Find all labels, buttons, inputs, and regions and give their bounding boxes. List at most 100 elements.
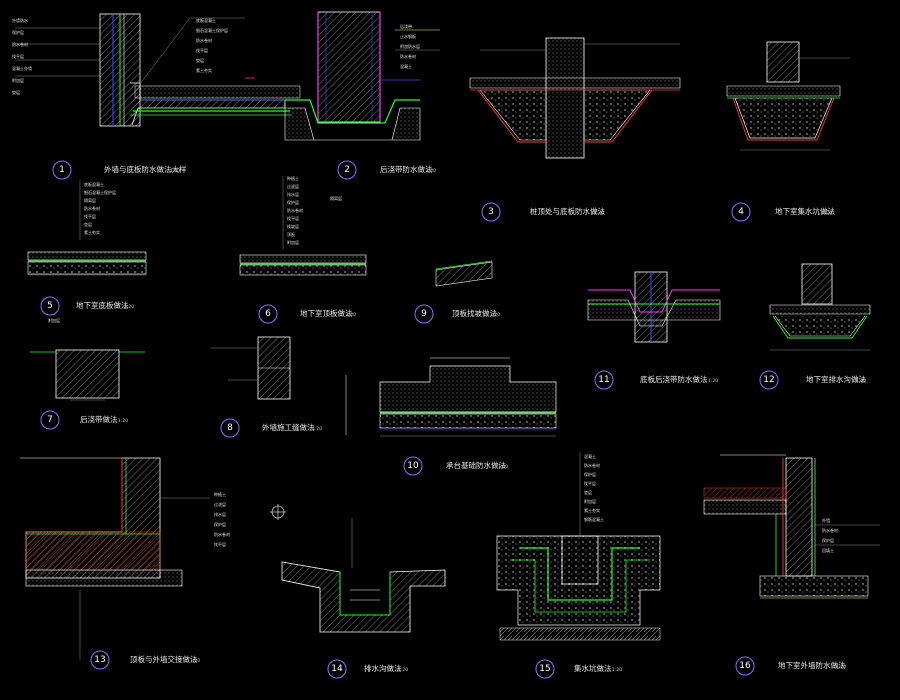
detail-num-7: 7: [47, 415, 53, 425]
note-d2-2: 附加防水层: [400, 43, 420, 49]
detail-title-7: 后浇带做法: [80, 414, 118, 424]
note-d6-1: 过滤层: [287, 183, 299, 189]
note-d6-4: 防水卷材: [287, 207, 303, 213]
detail-10: 10 承台基础防水做法 1:20: [345, 357, 557, 476]
detail-title-14: 排水沟做法: [364, 663, 402, 673]
detail-scale-1: 1:20: [170, 168, 180, 174]
detail-scale-9: 1:20: [490, 312, 500, 318]
note-d1-l2: 防水卷材: [12, 41, 28, 47]
detail-num-13: 13: [94, 655, 105, 665]
detail-num-11: 11: [598, 375, 609, 385]
note-d6-7: 顶板: [287, 231, 295, 237]
detail-scale-11: 1:20: [708, 378, 718, 384]
detail-12: 12 地下室排水沟做法 1:20: [759, 263, 871, 390]
detail-scale-4: 1:20: [822, 210, 832, 216]
detail-9: 9 顶板找坡做法 1:20: [414, 260, 500, 324]
detail-scale-5: 1:20: [124, 304, 134, 310]
note-d1-l5: 附加层: [12, 77, 24, 83]
note-d5-4: 找平层: [84, 213, 96, 219]
detail-scale-7: 1:20: [118, 418, 128, 424]
note-d6-5: 找平层: [287, 215, 299, 221]
note-d1-l4: 混凝土外墙: [12, 65, 32, 71]
note-d15-5: 附加层: [584, 498, 596, 504]
note-d15-1: 防水卷材: [584, 462, 600, 468]
note-d6-6: 找坡层: [287, 223, 299, 229]
note-d1-m0: 底板混凝土: [196, 17, 216, 23]
detail-5: 5 地下室底板做法 1:20 底板混凝土 细石混凝土保护层 隔离层 防水卷材 找…: [27, 180, 147, 323]
note-d16-3: 回填土: [822, 547, 834, 553]
detail-num-14: 14: [331, 664, 343, 674]
detail-num-2: 2: [344, 165, 350, 175]
note-d2-0: 后浇带: [400, 23, 412, 29]
detail-11: 11 底板后浇带防水做法 1:20: [587, 271, 721, 390]
detail-num-3: 3: [488, 207, 494, 217]
detail-13: 13 顶板与外墙交接做法 1:20 种植土 过滤层 排水层 保护层 防水卷材 找…: [20, 457, 286, 670]
detail-3: 3 桩顶处与底板防水做法 1:20: [469, 37, 681, 222]
detail-1: 1 外墙与底板防水做法大样 1:20 外墙防水 保护层 防水卷材 找平层 混凝土…: [12, 13, 301, 180]
note-d1-m4: 垫层: [196, 57, 204, 63]
detail-num-10: 10: [407, 461, 419, 471]
detail-title-10: 承台基础防水做法: [446, 460, 506, 470]
detail-title-12: 地下室排水沟做法: [806, 374, 866, 384]
detail-title-11: 底板后浇带防水做法: [640, 374, 708, 384]
note-d5-2: 隔离层: [84, 197, 96, 203]
note-d6-2: 排水层: [287, 191, 299, 197]
note-d2-3: 防水卷材: [400, 53, 416, 59]
detail-15: 15 集水坑做法 1:20 混凝土 防水卷材 保护层 找平层 垫层 附加层 素土…: [496, 452, 661, 679]
detail-scale-15: 1:20: [612, 667, 622, 673]
detail-num-6: 6: [265, 309, 271, 319]
detail-num-15: 15: [539, 664, 550, 674]
detail-title-2: 后浇带防水做法: [380, 164, 433, 174]
detail-title-15: 集水坑做法: [574, 663, 612, 673]
detail-title-16: 地下室外墙防水做法: [778, 660, 846, 670]
detail-title-4: 地下室集水坑做法: [775, 206, 835, 216]
note-d1-l3: 找平层: [12, 53, 24, 59]
note-d1-m3: 找平层: [196, 47, 208, 53]
detail-num-9: 9: [421, 309, 427, 319]
note-d5-0: 底板混凝土: [84, 181, 104, 187]
note-d5-5: 垫层: [84, 221, 92, 227]
note-d16-1: 防水卷材: [822, 527, 838, 533]
detail-scale-14: 1:20: [398, 667, 408, 673]
detail-title-1: 外墙与底板防水做法大样: [104, 164, 187, 174]
note-d15-6: 素土夯实: [584, 507, 600, 513]
note-d5-7: 附加层: [48, 317, 60, 323]
note-d2-1: 止水钢板: [400, 33, 416, 39]
detail-14: 14 排水沟做法 1:20: [281, 518, 446, 679]
detail-title-5: 地下室底板做法: [76, 300, 129, 310]
note-d15-4: 垫层: [584, 489, 592, 495]
note-d13-3: 保护层: [214, 521, 226, 527]
detail-title-13: 顶板与外墙交接做法: [130, 654, 198, 664]
note-d6-9: 隔离层: [330, 195, 342, 201]
detail-6: 6 地下室顶板做法 1:20 种植土 过滤层 排水层 保护层 防水卷材 找平层 …: [239, 175, 367, 324]
detail-scale-12: 1:20: [856, 378, 866, 384]
note-d1-l0: 外墙防水: [12, 17, 28, 23]
detail-num-4: 4: [738, 207, 744, 217]
detail-scale-6: 1:20: [346, 312, 356, 318]
note-d2-4: 混凝土: [400, 63, 412, 69]
detail-num-5: 5: [47, 301, 53, 311]
note-d13-1: 过滤层: [214, 501, 226, 507]
detail-2: 2 后浇带防水做法 1:20 后浇带 止水钢板 附加防水层 防水卷材 混凝土: [284, 11, 440, 180]
note-d13-5: 找平层: [214, 541, 226, 547]
note-d6-8: 附加层: [287, 239, 299, 245]
note-d1-m5: 素土夯实: [196, 67, 212, 73]
note-d1-m2: 防水卷材: [196, 37, 212, 43]
note-d16-2: 保护层: [822, 537, 834, 543]
note-d16-0: 外墙: [822, 517, 830, 523]
note-d5-3: 防水卷材: [84, 205, 100, 211]
detail-title-6: 地下室顶板做法: [300, 308, 353, 318]
note-d15-0: 混凝土: [584, 453, 596, 459]
detail-scale-3: 1:20: [594, 210, 604, 216]
detail-title-8: 外墙施工缝做法: [262, 422, 315, 432]
detail-scale-16: 1:20: [836, 664, 846, 670]
note-d6-3: 保护层: [287, 199, 299, 205]
note-d15-7: 钢筋混凝土: [584, 516, 604, 522]
note-d1-m1: 细石混凝土保护层: [196, 27, 228, 33]
note-d5-6: 素土夯实: [84, 229, 100, 235]
detail-title-3: 桩顶处与底板防水做法: [530, 206, 605, 216]
note-d13-2: 排水层: [214, 511, 226, 517]
detail-7: 7 后浇带做法 1:20: [30, 349, 145, 430]
note-d6-0: 种植土: [287, 175, 299, 181]
